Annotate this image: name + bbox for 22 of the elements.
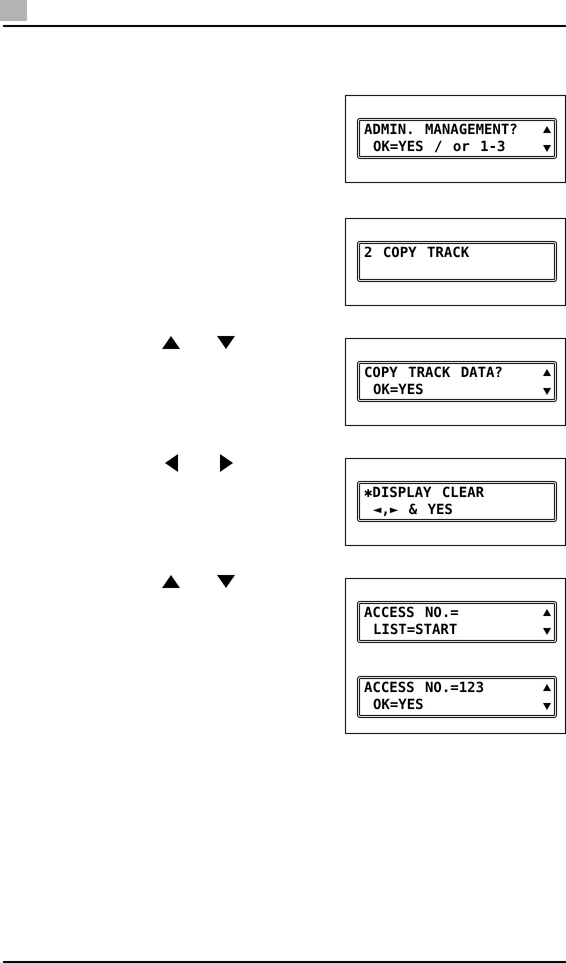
screen-text: LIST=START [372,622,458,639]
lcd-screen [357,361,557,402]
display-panel [345,95,566,183]
display-panel [345,578,566,734]
display-panel [345,218,566,306]
screen-text: COPY TRACK DATA? [364,365,504,382]
lcd-screen [357,241,557,282]
screen-text: OK=YES / or 1-3 [372,139,506,156]
lcd-screen [357,601,557,643]
screen-text: ◄,► & YES [372,502,454,519]
screen-text: OK=YES [372,382,425,399]
lcd-screen [357,676,557,718]
screen-text: ✱DISPLAY CLEAR [364,485,486,502]
display-panel [345,338,566,426]
screen-text: ADMIN. MANAGEMENT? [364,122,519,139]
screen-text: ACCESS NO.= [364,605,460,622]
lcd-screen [357,481,557,522]
screen-text: ACCESS NO.=123 [364,680,486,697]
lcd-screen [357,118,557,159]
screen-text: OK=YES [372,697,425,714]
display-panel [345,458,566,546]
screen-text: 2 COPY TRACK [364,245,470,262]
